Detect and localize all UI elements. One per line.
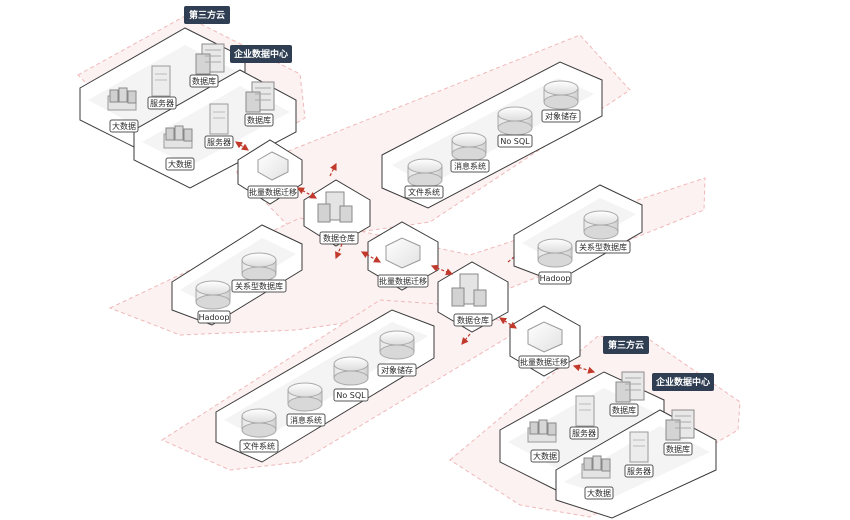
svg-text:文件系统: 文件系统: [408, 187, 440, 197]
svg-text:第三方云: 第三方云: [608, 339, 644, 351]
node-label-rc-tp-bigdata: 大数据: [530, 449, 560, 463]
cylinder-file-system: [407, 158, 443, 188]
svg-text:数据库: 数据库: [612, 405, 636, 415]
cylinder-file-system: [241, 408, 277, 438]
cylinder-message-system: [451, 132, 487, 162]
svg-text:企业数据中心: 企业数据中心: [233, 48, 288, 60]
database-server-icon: [195, 43, 225, 75]
svg-text:大数据: 大数据: [533, 451, 557, 461]
cylinder-nosql: [333, 356, 369, 386]
node-label-lc-ent-database: 数据库: [244, 113, 274, 127]
node-label-rc-ent-bigdata: 大数据: [584, 486, 614, 500]
svg-text:企业数据中心: 企业数据中心: [655, 376, 710, 388]
node-label-upper-nosql: No SQL: [497, 134, 533, 148]
cylinder-nosql: [497, 106, 533, 136]
svg-text:No SQL: No SQL: [500, 137, 530, 146]
svg-text:文件系统: 文件系统: [243, 441, 275, 451]
node-label-warehouse-2: 数据仓库: [453, 313, 493, 327]
big-data-icon: [581, 455, 611, 479]
tag-third-party-right: 第三方云: [603, 336, 649, 354]
database-server-icon: [245, 81, 275, 113]
big-data-icon: [527, 419, 557, 443]
server-icon: [629, 431, 649, 463]
svg-text:数据仓库: 数据仓库: [323, 233, 355, 243]
panel-relational-mid-right: [513, 184, 643, 283]
node-label-midleft-hadoop: Hadoop: [197, 310, 231, 324]
svg-text:关系型数据库: 关系型数据库: [579, 242, 627, 252]
svg-text:服务器: 服务器: [572, 428, 596, 438]
svg-text:对象储存: 对象储存: [381, 365, 413, 375]
svg-text:第三方云: 第三方云: [189, 9, 225, 21]
node-label-lc-tp-server: 服务器: [147, 96, 177, 110]
server-icon: [209, 103, 229, 135]
node-label-lc-ent-bigdata: 大数据: [165, 157, 195, 171]
node-label-upper-message-system: 消息系统: [450, 159, 490, 173]
node-label-warehouse-1: 数据仓库: [319, 231, 359, 245]
svg-text:关系型数据库: 关系型数据库: [235, 281, 283, 291]
node-label-lc-tp-database: 数据库: [189, 74, 219, 88]
svg-text:数据仓库: 数据仓库: [457, 315, 489, 325]
node-label-rc-ent-database: 数据库: [663, 442, 693, 456]
svg-text:对象储存: 对象储存: [545, 111, 577, 121]
svg-text:大数据: 大数据: [168, 159, 192, 169]
tag-third-party-left: 第三方云: [184, 6, 230, 24]
node-label-lc-tp-bigdata: 大数据: [109, 119, 139, 133]
node-label-migration-1: 批量数据迁移: [247, 185, 299, 199]
database-server-icon: [615, 371, 645, 403]
server-icon: [151, 65, 171, 97]
big-data-icon: [163, 125, 193, 149]
node-label-lower-message-system: 消息系统: [286, 413, 326, 427]
svg-text:Hadoop: Hadoop: [540, 274, 571, 283]
node-label-lc-ent-server: 服务器: [204, 135, 234, 149]
cylinder-hadoop: [537, 238, 573, 268]
svg-text:Hadoop: Hadoop: [199, 313, 230, 322]
node-label-midright-relational: 关系型数据库: [575, 240, 631, 254]
svg-text:消息系统: 消息系统: [454, 161, 486, 171]
cylinder-object-storage: [379, 330, 415, 360]
node-label-migration-3: 批量数据迁移: [518, 355, 570, 369]
cylinder-message-system: [287, 382, 323, 412]
node-label-lower-object-storage: 对象储存: [377, 363, 417, 377]
cylinder-hadoop: [195, 280, 231, 310]
cylinder-object-storage: [543, 80, 579, 110]
server-icon: [575, 395, 595, 427]
big-data-icon: [107, 87, 137, 111]
svg-text:大数据: 大数据: [112, 121, 136, 131]
node-label-rc-ent-server: 服务器: [624, 464, 654, 478]
node-label-rc-tp-server: 服务器: [569, 426, 599, 440]
node-label-upper-object-storage: 对象储存: [541, 109, 581, 123]
panel-migration-2: [367, 221, 439, 291]
svg-text:No SQL: No SQL: [336, 391, 366, 400]
node-label-midleft-relational: 关系型数据库: [231, 279, 287, 293]
svg-text:数据库: 数据库: [247, 115, 271, 125]
svg-text:大数据: 大数据: [587, 488, 611, 498]
node-label-midright-hadoop: Hadoop: [538, 271, 572, 285]
svg-text:数据库: 数据库: [666, 444, 690, 454]
svg-text:批量数据迁移: 批量数据迁移: [520, 357, 568, 367]
panel-warehouse-1: [303, 179, 371, 247]
database-server-icon: [665, 409, 695, 441]
svg-text:服务器: 服务器: [207, 137, 231, 147]
node-label-rc-tp-database: 数据库: [609, 403, 639, 417]
svg-text:服务器: 服务器: [627, 466, 651, 476]
node-label-lower-file-system: 文件系统: [239, 439, 279, 453]
svg-text:消息系统: 消息系统: [290, 415, 322, 425]
node-label-lower-nosql: No SQL: [333, 388, 369, 402]
svg-text:批量数据迁移: 批量数据迁移: [249, 187, 297, 197]
svg-text:数据库: 数据库: [192, 76, 216, 86]
svg-text:服务器: 服务器: [150, 98, 174, 108]
cylinder-relational-db: [241, 252, 277, 282]
svg-text:批量数据迁移: 批量数据迁移: [379, 276, 427, 286]
cylinder-relational-db: [583, 210, 619, 240]
tag-enterprise-left: 企业数据中心: [230, 45, 292, 63]
tag-enterprise-right: 企业数据中心: [652, 373, 714, 391]
node-label-migration-2: 批量数据迁移: [377, 274, 429, 288]
node-label-upper-file-system: 文件系统: [404, 185, 444, 199]
